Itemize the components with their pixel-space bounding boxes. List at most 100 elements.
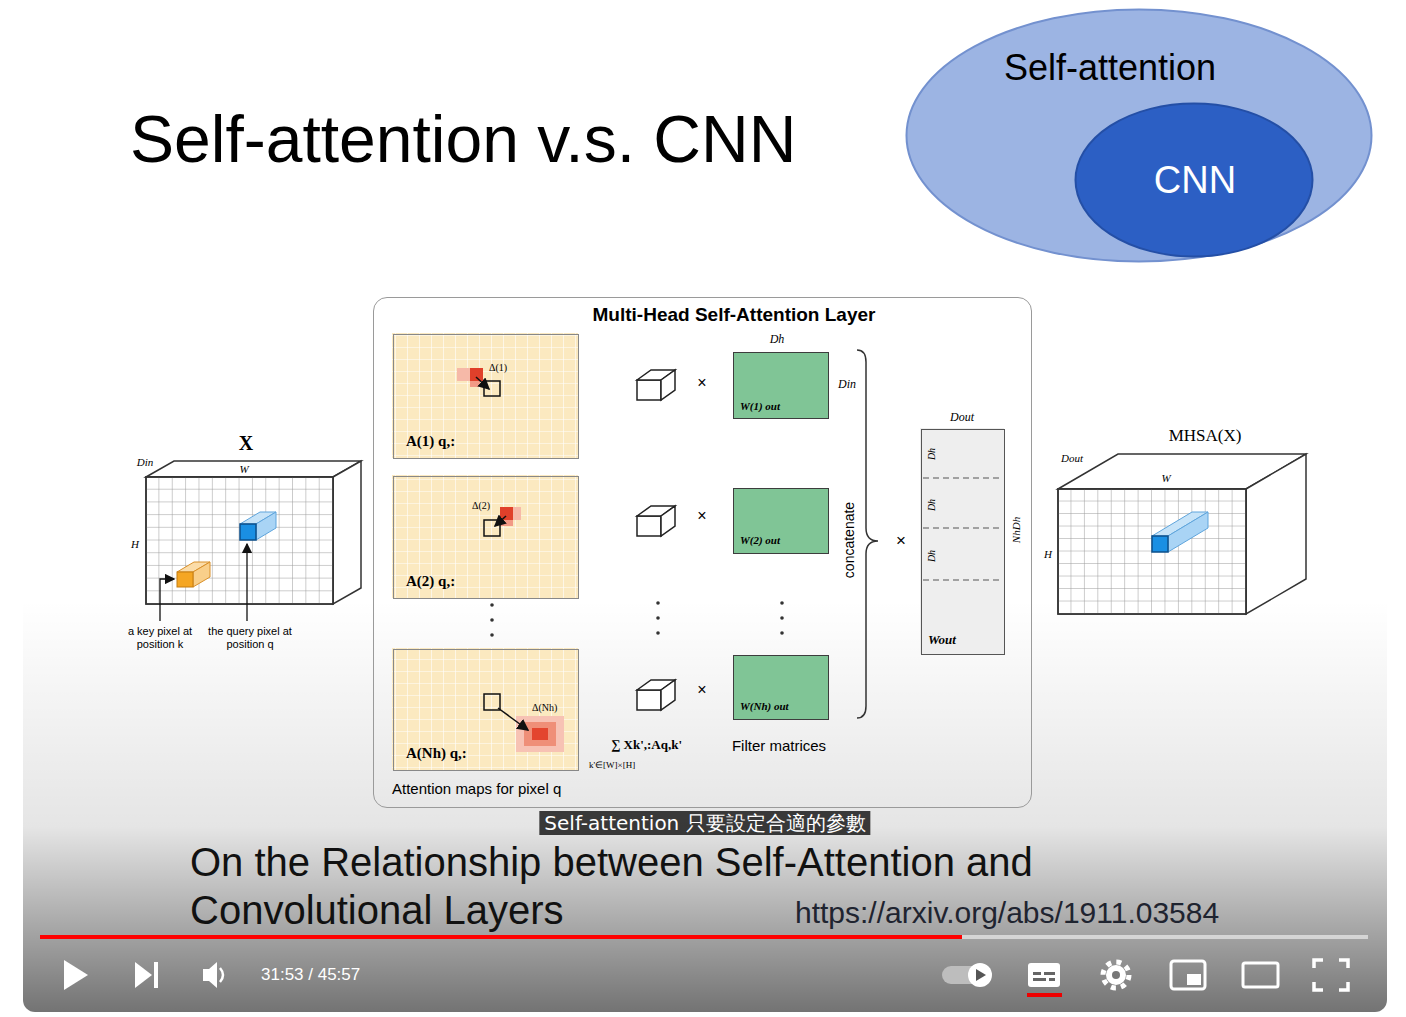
player-controls-part (1112, 971, 1120, 979)
dimension-label: Dout (950, 411, 974, 425)
attention-map-art-part (532, 728, 548, 740)
attention-map-art-part (470, 381, 480, 387)
output-tensor-art-part (1246, 454, 1306, 614)
ellipsis-dots-part (780, 631, 784, 635)
player-controls (64, 960, 1348, 997)
node-text: Multi-Head Self-Attention Layer (593, 304, 876, 326)
dimension-label: H (131, 538, 139, 551)
output-tensor-art-part (1058, 489, 1246, 614)
attention-map-art-part (516, 716, 564, 752)
time-display: 31:53 / 45:57 (261, 965, 360, 985)
ellipse-shape (1076, 104, 1313, 257)
output-tensor-art (1058, 454, 1306, 614)
multiply-sign: × (697, 681, 706, 699)
node-text: CNN (1154, 159, 1236, 203)
ellipse-shape (907, 10, 1372, 262)
attention-map-art-part (498, 708, 528, 730)
multiply-sign: × (697, 507, 706, 525)
ellipsis-dots-part (656, 631, 660, 635)
player-controls-part (1171, 961, 1205, 989)
dimension-label: H (1044, 548, 1052, 561)
output-matrix-art-part (920, 428, 1004, 654)
attention-map-art-part (495, 516, 506, 526)
input-tensor-art-part (146, 477, 333, 604)
input-tensor-art-part (177, 572, 193, 587)
player-controls-part (1033, 978, 1046, 981)
dimension-label: Din (137, 456, 154, 469)
filter-matrix: W(Nh) out (733, 655, 829, 720)
player-controls-part (1187, 974, 1201, 985)
attention-map-art-part (484, 520, 500, 536)
subset-ellipse: CNN (1074, 102, 1314, 258)
ellipsis-dots (490, 595, 964, 637)
node-text: Δ(Nh) (532, 702, 557, 714)
player-controls-part (220, 968, 223, 982)
player-controls-part (1314, 960, 1348, 990)
node-text: Δ(2) (472, 500, 490, 512)
attention-map-art-part (392, 333, 578, 458)
attention-map-art-part (484, 381, 500, 396)
multiply-sign: × (697, 374, 706, 392)
ellipsis-dots-part (656, 616, 660, 620)
concat-brace-part (857, 350, 878, 718)
attention-map-art-part (500, 520, 513, 526)
player-controls-part (976, 969, 986, 981)
filter-matrix: W(2) out (733, 488, 829, 554)
player-controls-part (1049, 978, 1055, 981)
player-controls-part (1027, 993, 1062, 997)
ellipsis-dots-part (490, 603, 494, 607)
layer-panel: Multi-Head Self-Attention LayerΔ(1) A(1) … (373, 297, 1032, 808)
node-text: A(2) q,: (406, 573, 455, 590)
player-controls-part (203, 962, 217, 988)
dimension-label: Din (838, 378, 856, 392)
node-text: Dh (926, 448, 938, 460)
multiply-sign: × (896, 531, 906, 551)
player-controls-part (1033, 972, 1041, 975)
player-controls-part (154, 962, 158, 988)
attention-map: Δ(Nh) A(Nh) q,: (393, 649, 579, 771)
ellipsis-dots-part (780, 616, 784, 620)
player-controls-part (135, 962, 152, 988)
attention-map-art-part (457, 368, 470, 381)
dimension-label: W (239, 463, 248, 476)
node-text: X (239, 432, 253, 455)
paper-link: https://arxiv.org/abs/1911.03584 (795, 896, 1219, 931)
player-controls-part (1243, 963, 1278, 987)
output-tensor-art-part (1058, 489, 1246, 614)
ellipsis-dots-part (780, 601, 784, 605)
input-tensor-art-part (333, 461, 361, 604)
vector-icon-part (637, 690, 661, 710)
attention-map-art (392, 333, 578, 770)
vector-icon-part (637, 516, 661, 536)
input-tensor-art-part (160, 579, 174, 621)
node-text: Self-attention (1004, 47, 1216, 88)
node-text: Δ(1) (489, 362, 507, 374)
output-matrix: DhDhDhWout (921, 429, 1005, 655)
input-tensor-art-part (193, 562, 210, 587)
input-tensor-art (146, 461, 361, 621)
sum-index: k'∈[W]×[H] (589, 760, 635, 770)
group-label: Filter matrices (732, 737, 826, 754)
concat-label: concatenate (841, 502, 857, 578)
player-controls-part (1103, 962, 1129, 988)
node-text: W(Nh) out (740, 700, 789, 713)
vector-icon (637, 370, 675, 710)
ellipsis-dots-part (490, 633, 494, 637)
input-tensor-art-part (256, 512, 276, 540)
node-text: A(1) q,: (406, 433, 455, 450)
output-tensor: MHSA(X) (1058, 489, 1246, 614)
node-text: W(2) out (740, 534, 780, 547)
concat-brace (857, 350, 878, 718)
progress-bar-part (962, 935, 1368, 939)
attention-map-art-part (513, 507, 521, 520)
pixel-note: a key pixel at position k (124, 625, 196, 651)
output-matrix-art (920, 428, 1004, 654)
node-text: Dh (926, 550, 938, 562)
node-text: W(1) out (740, 400, 780, 413)
output-tensor-art-part (1058, 489, 1246, 614)
node-text: A(Nh) q,: (406, 745, 467, 762)
control-shade (23, 600, 1387, 1012)
input-tensor-art-part (146, 461, 361, 477)
node-text: MHSA(X) (1169, 426, 1242, 446)
